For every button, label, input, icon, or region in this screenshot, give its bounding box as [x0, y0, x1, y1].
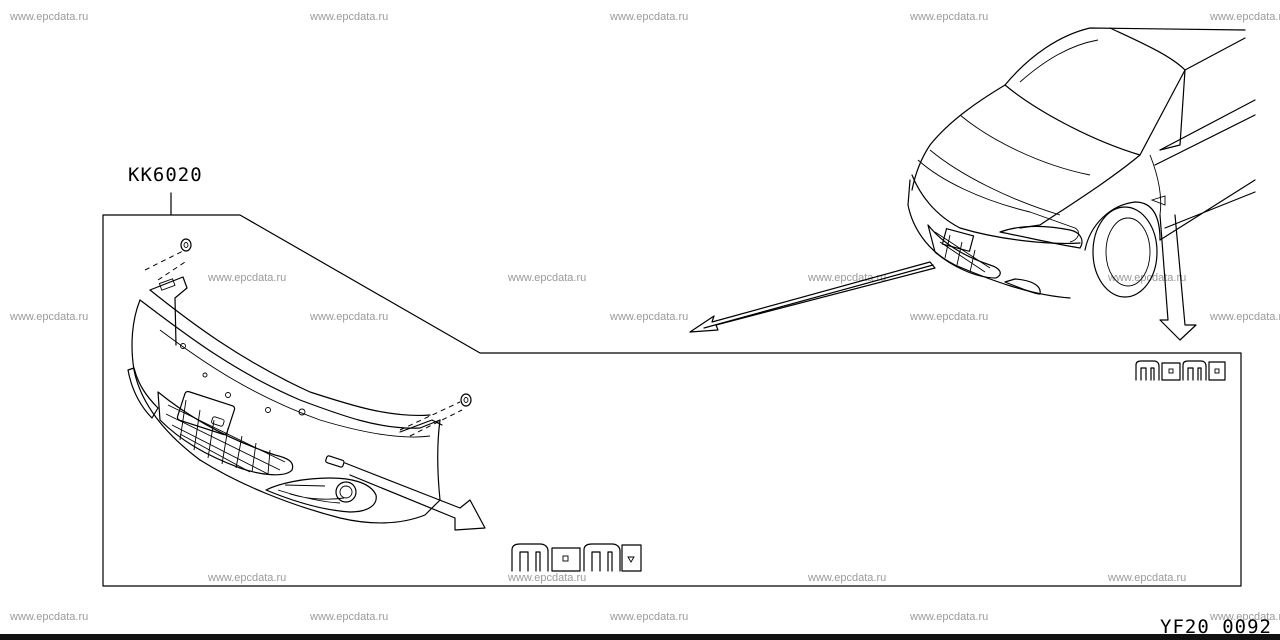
watermark: www.epcdata.ru — [610, 611, 689, 623]
bottom-bar — [0, 634, 1280, 640]
watermark: www.epcdata.ru — [808, 572, 887, 584]
watermark: www.epcdata.ru — [310, 11, 389, 23]
watermark: www.epcdata.ru — [1210, 611, 1280, 623]
watermark: www.epcdata.ru — [1210, 11, 1280, 23]
watermark: www.epcdata.ru — [910, 11, 989, 23]
watermark: www.epcdata.ru — [1108, 572, 1187, 584]
watermark: www.epcdata.ru — [910, 311, 989, 323]
watermark: www.epcdata.ru — [310, 311, 389, 323]
part-number-label[interactable]: KK6020 — [128, 164, 203, 186]
watermark: www.epcdata.ru — [1210, 311, 1280, 323]
watermark: www.epcdata.ru — [610, 11, 689, 23]
watermark: www.epcdata.ru — [10, 311, 89, 323]
watermark: www.epcdata.ru — [910, 611, 989, 623]
watermark: www.epcdata.ru — [808, 272, 887, 284]
emblem-upper — [1135, 360, 1226, 381]
callout-frame — [102, 192, 1242, 587]
emblem-lower — [511, 543, 642, 572]
watermark: www.epcdata.ru — [10, 611, 89, 623]
watermark: www.epcdata.ru — [310, 611, 389, 623]
watermark: www.epcdata.ru — [508, 272, 587, 284]
diagram-code: YF20 0092 — [1160, 616, 1272, 638]
watermark: www.epcdata.ru — [1108, 272, 1187, 284]
front-bumper-drawing — [127, 238, 486, 531]
watermark: www.epcdata.ru — [208, 272, 287, 284]
car-overview-drawing — [689, 27, 1256, 341]
watermark: www.epcdata.ru — [610, 311, 689, 323]
watermark: www.epcdata.ru — [10, 11, 89, 23]
watermark: www.epcdata.ru — [508, 572, 587, 584]
watermark: www.epcdata.ru — [208, 572, 287, 584]
